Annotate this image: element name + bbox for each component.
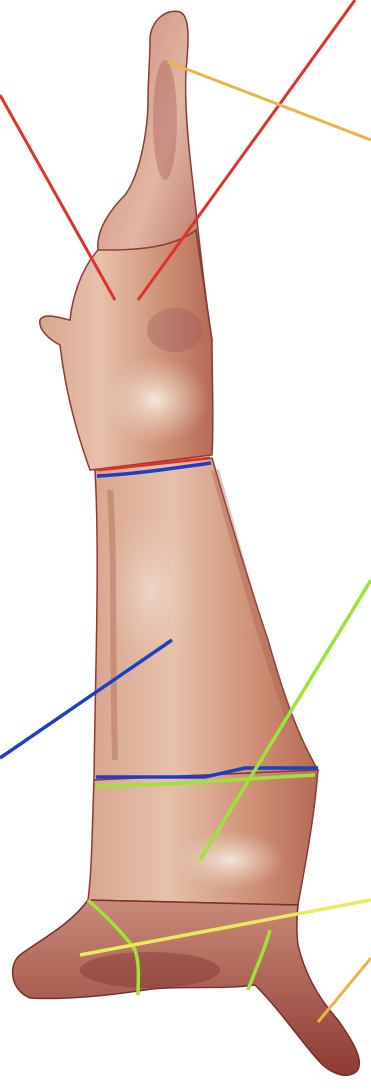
muscle-shade [147, 308, 203, 352]
muscle-shade [153, 60, 177, 180]
shank-cut-line [318, 958, 371, 1022]
fat-patch [100, 355, 210, 445]
leg-cut-line [0, 95, 115, 300]
fat-patch [175, 830, 285, 890]
carcass [13, 11, 360, 1075]
shank-cut-line [168, 62, 371, 140]
muscle-shade [80, 952, 220, 988]
brisket-base [13, 900, 360, 1075]
